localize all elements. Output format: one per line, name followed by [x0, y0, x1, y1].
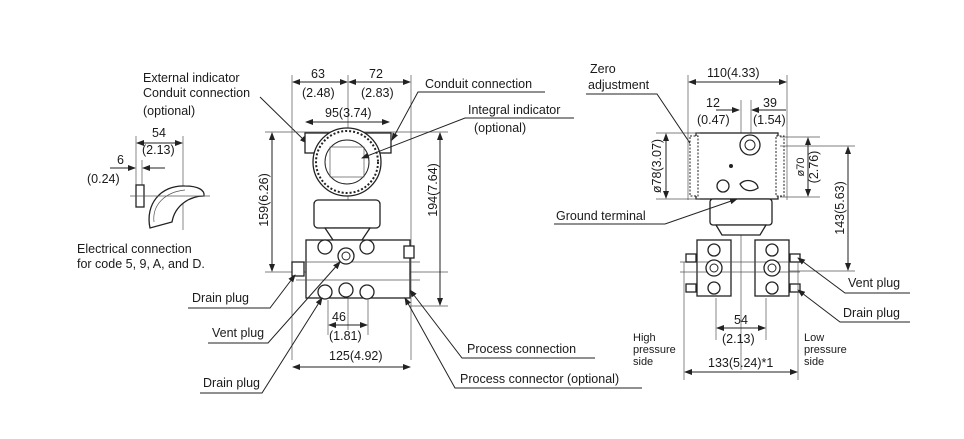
dim-6: 6 — [117, 153, 124, 167]
dim-54: 54 — [152, 126, 166, 140]
side-view: Zero adjustment 110(4.33) 12 (0.47) 39 (… — [554, 62, 910, 380]
caption-electrical-connection: Electrical connection — [77, 242, 192, 256]
dim-54-inch: (2.13) — [142, 143, 175, 157]
label-zero: Zero — [590, 62, 616, 76]
label-low-side: side — [804, 356, 824, 368]
dim-78: ø78(3.07) — [650, 139, 664, 193]
label-process-connection: Process connection — [467, 342, 576, 356]
label-process-connector: Process connector (optional) — [460, 372, 619, 386]
label-vent-plug-side: Vent plug — [848, 276, 900, 290]
dim-194: 194(7.64) — [426, 163, 440, 217]
label-high: High — [633, 332, 656, 344]
dim-159: 159(6.26) — [257, 173, 271, 227]
dim-46-inch: (1.81) — [329, 329, 362, 343]
dim-70: ø70 — [795, 158, 807, 177]
dim-72-inch: (2.83) — [361, 86, 394, 100]
dim-63-inch: (2.48) — [302, 86, 335, 100]
label-ground-terminal: Ground terminal — [556, 209, 646, 223]
label-vent-plug: Vent plug — [212, 326, 264, 340]
dim-12-inch: (0.47) — [697, 113, 730, 127]
dim-133: 133(5.24)*1 — [708, 356, 773, 370]
label-adjustment: adjustment — [588, 78, 650, 92]
label-integral-optional: (optional) — [474, 121, 526, 135]
dim-95: 95(3.74) — [325, 106, 372, 120]
dim-46: 46 — [332, 310, 346, 324]
dim-39: 39 — [763, 96, 777, 110]
dim-110: 110(4.33) — [707, 66, 760, 80]
label-conduit-connection-optional: Conduit connection — [143, 86, 250, 100]
transmitter-housing — [695, 132, 779, 200]
dim-54-side-inch: (2.13) — [722, 332, 755, 346]
dim-54-side: 54 — [734, 313, 748, 327]
label-conduit-connection: Conduit connection — [425, 77, 532, 91]
caption-codes: for code 5, 9, A, and D. — [77, 257, 205, 271]
dim-72: 72 — [369, 67, 383, 81]
label-optional: (optional) — [143, 104, 195, 118]
label-drain-plug-bottom: Drain plug — [203, 376, 260, 390]
dim-6-inch: (0.24) — [87, 172, 120, 186]
indicator-housing — [312, 127, 382, 197]
label-high-pressure: pressure — [633, 344, 676, 356]
inset-electrical-connection: External indicator Conduit connection (o… — [77, 71, 308, 271]
label-low: Low — [804, 332, 824, 344]
front-view: 63 (2.48) 72 (2.83) 95(3.74) 159(6.26) 1… — [188, 67, 642, 394]
dim-63: 63 — [311, 67, 325, 81]
dim-12: 12 — [706, 96, 720, 110]
dim-125: 125(4.92) — [329, 349, 383, 363]
dim-143: 143(5.63) — [833, 181, 847, 235]
label-drain-plug-side: Drain plug — [843, 306, 900, 320]
label-drain-plug-top: Drain plug — [192, 291, 249, 305]
dim-39-inch: (1.54) — [753, 113, 786, 127]
label-integral-indicator: Integral indicator — [468, 103, 560, 117]
label-low-pressure: pressure — [804, 344, 847, 356]
dim-70-inch: (2.76) — [807, 151, 821, 184]
label-high-side: side — [633, 356, 653, 368]
label-external-indicator: External indicator — [143, 71, 240, 85]
